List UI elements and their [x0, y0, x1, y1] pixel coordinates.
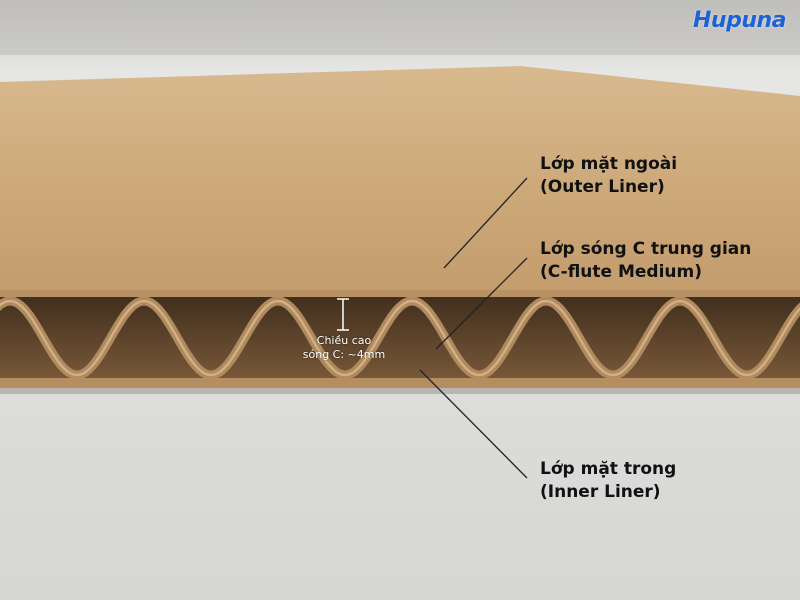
label-outer-liner-en: (Outer Liner) — [540, 177, 665, 197]
leader-line-medium — [435, 257, 528, 350]
hupuna-logo: Hupuna — [693, 8, 787, 33]
outer-liner-surface — [0, 66, 800, 305]
label-inner-liner-en: (Inner Liner) — [540, 482, 661, 502]
inner-liner-edge — [0, 378, 800, 388]
label-c-flute-medium: Lớp sóng C trung gian (C-flute Medium) — [540, 238, 751, 284]
label-outer-liner: Lớp mặt ngoài (Outer Liner) — [540, 153, 677, 199]
label-inner-liner: Lớp mặt trong (Inner Liner) — [540, 458, 676, 504]
label-inner-liner-vi: Lớp mặt trong — [540, 459, 677, 479]
leader-line-outer — [443, 177, 528, 269]
outer-liner-edge — [0, 290, 800, 297]
flute-height-label-line2: sóng C: ~4mm — [302, 348, 386, 361]
flute-height-label: Chiều cao sóng C: ~4mm — [288, 334, 400, 362]
background-blur-band — [0, 0, 800, 55]
flute-height-label-line1: Chiều cao — [316, 334, 372, 347]
board-shadow — [0, 388, 800, 394]
leader-line-inner — [419, 369, 528, 479]
c-flute-medium-wave-highlight — [0, 299, 800, 377]
label-c-flute-medium-vi: Lớp sóng C trung gian — [540, 239, 752, 259]
label-c-flute-medium-en: (C-flute Medium) — [540, 262, 702, 282]
label-outer-liner-vi: Lớp mặt ngoài — [540, 154, 678, 174]
